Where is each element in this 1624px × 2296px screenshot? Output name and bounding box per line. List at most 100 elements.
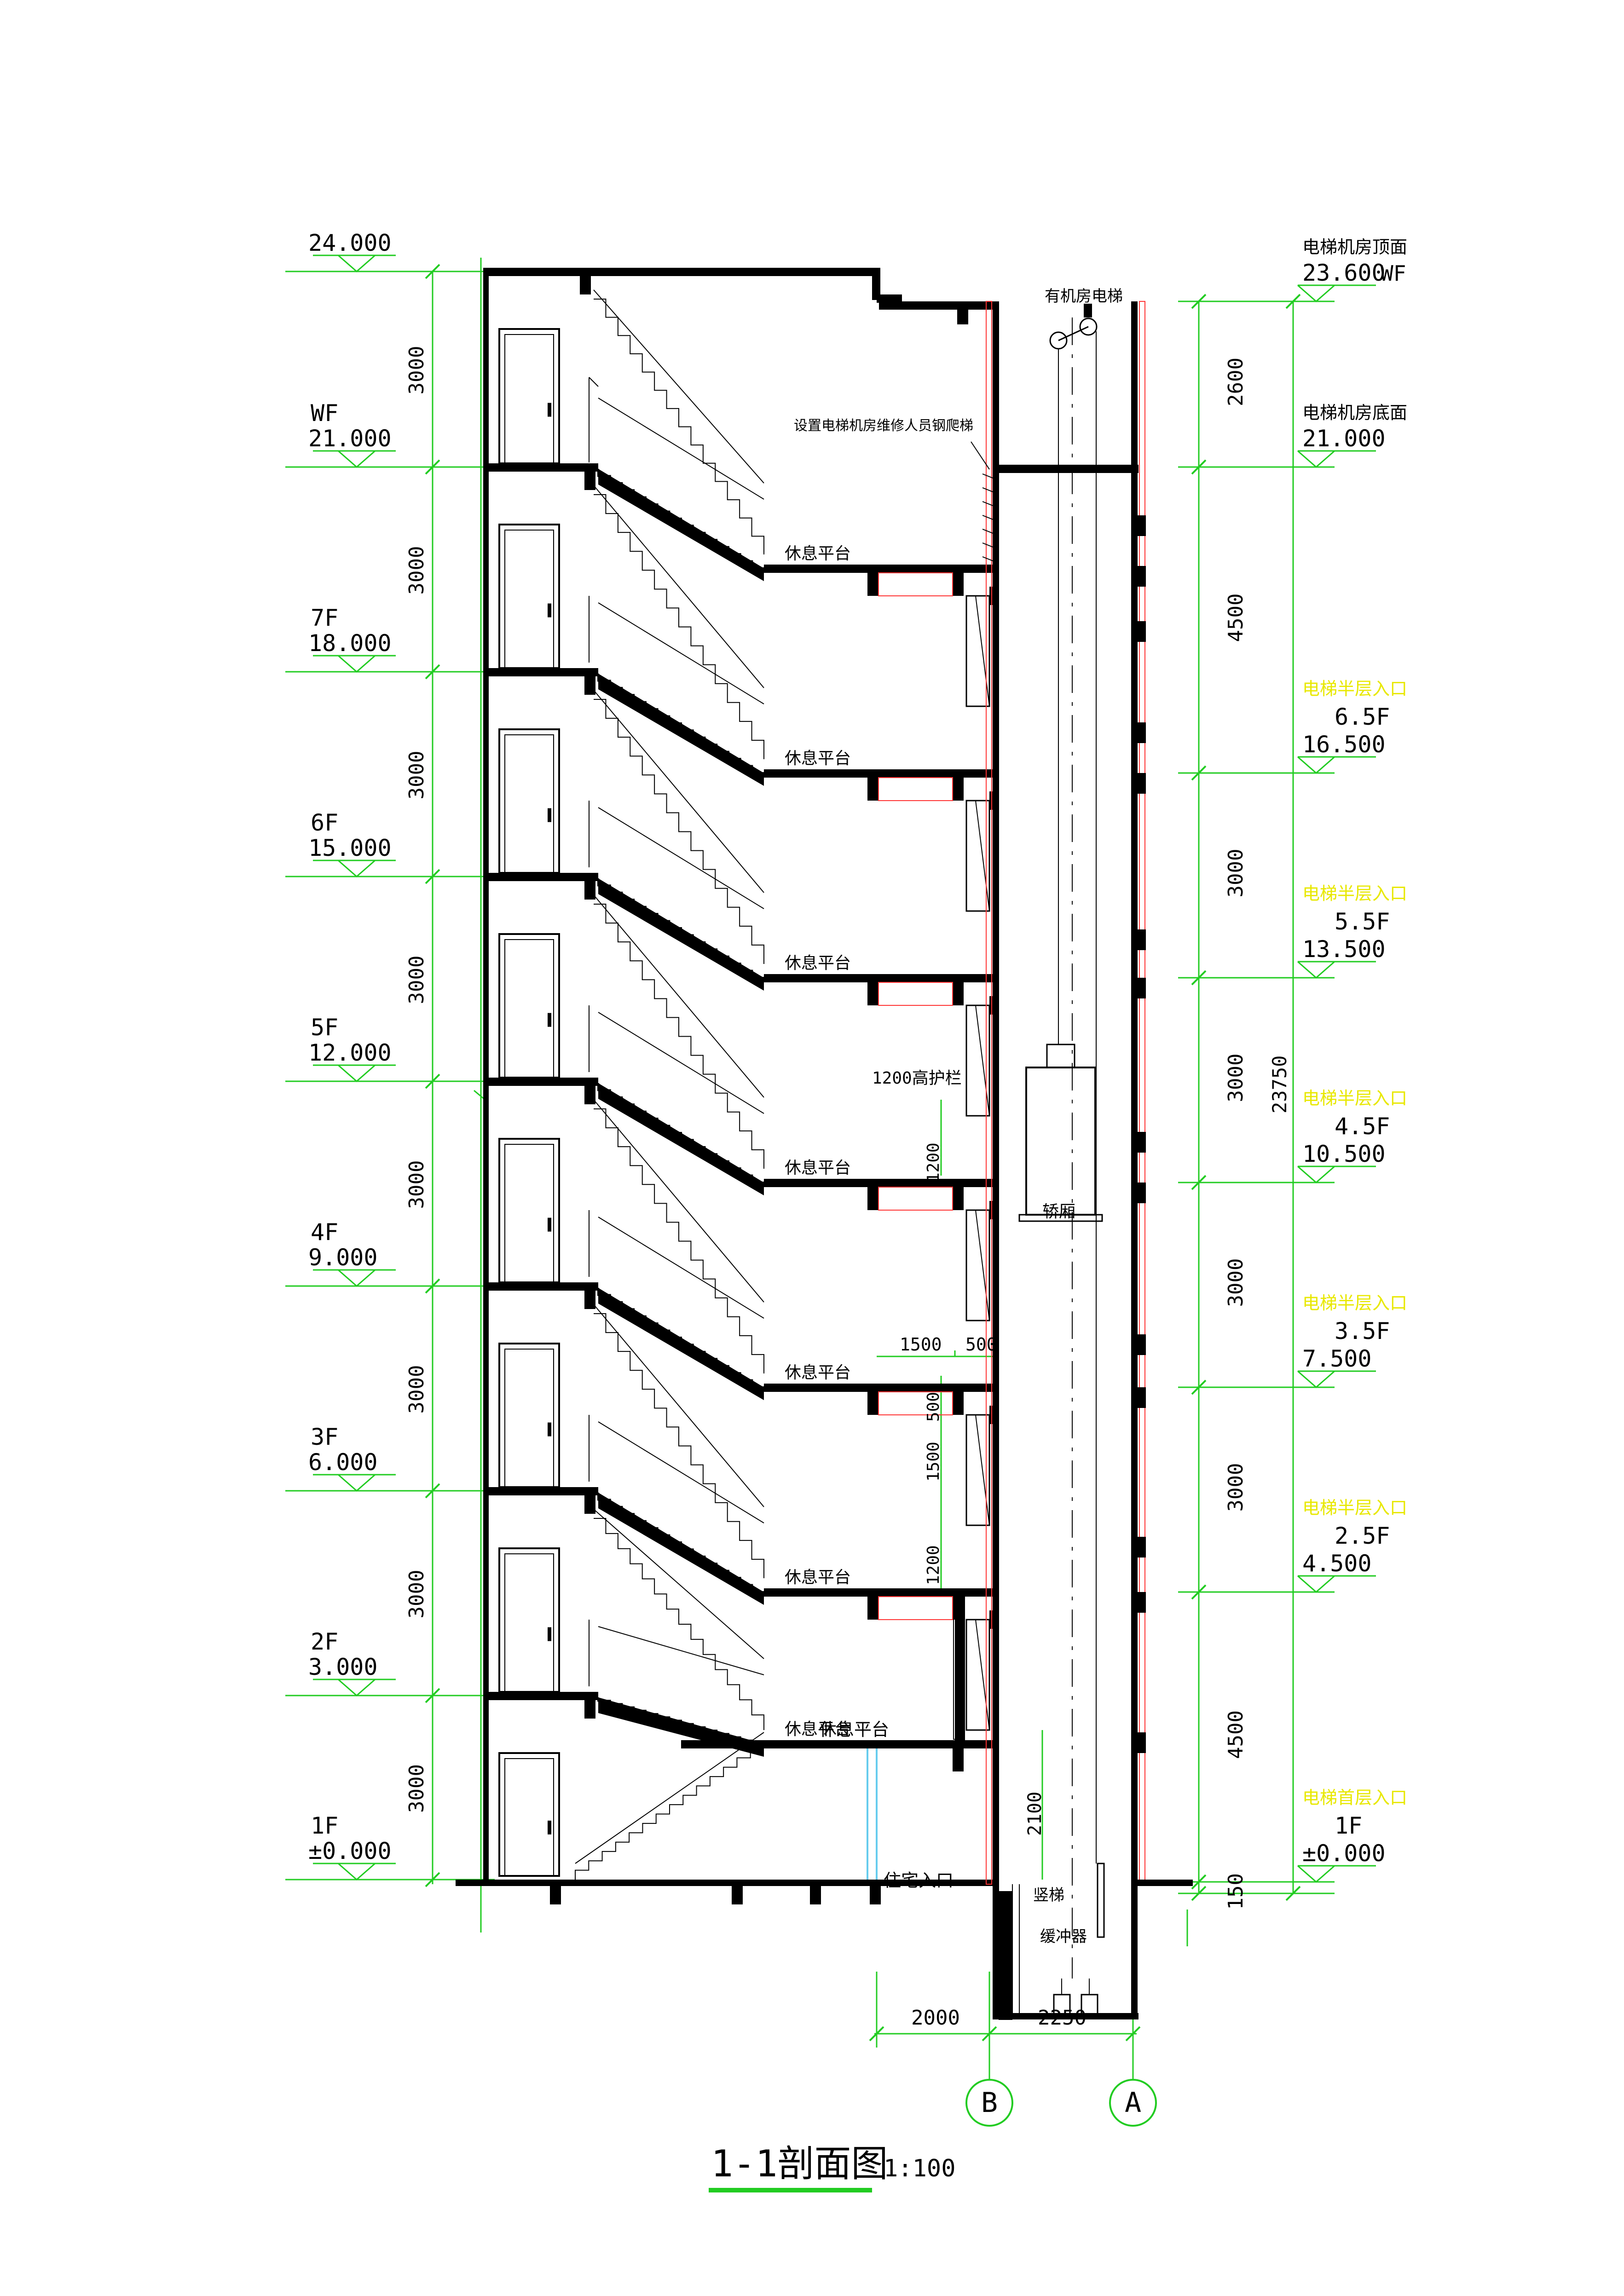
level-name: WF [311, 400, 338, 427]
landing-beam [867, 1597, 878, 1620]
door-leaf [504, 530, 554, 669]
floor-beam [584, 1291, 595, 1309]
shaft-beam [1134, 773, 1146, 794]
landing-beam [867, 1392, 878, 1415]
left-dim-text: 3000 [405, 956, 428, 1004]
right-level-value: 10.500 [1302, 1141, 1386, 1167]
level-value: 21.000 [308, 425, 392, 452]
right-level-name: 电梯半层入口 [1302, 1498, 1407, 1518]
apartment-door [498, 728, 560, 874]
right-dim-slash [1191, 1874, 1207, 1890]
level-name: 2F [311, 1628, 338, 1655]
window-lintel [878, 1187, 953, 1211]
stair-rail-upper [593, 894, 764, 1098]
window-dim-500v: 500 [924, 1392, 943, 1422]
stair-rail [598, 1012, 764, 1114]
roof-beam [580, 276, 591, 294]
roof-slab [483, 268, 877, 276]
landing-beam-1f [953, 1748, 964, 1771]
stair-rail-upper [593, 485, 764, 688]
bottom-dim-2250: 2250 [1038, 2006, 1087, 2030]
landing-label: 休息平台 [785, 1568, 851, 1587]
right-level-value: ±0.000 [1302, 1840, 1386, 1867]
door-frame [498, 524, 560, 669]
level-name: 1F [311, 1812, 338, 1839]
door-frame [498, 328, 560, 464]
axis-label-b: B [981, 2087, 998, 2119]
window-lintel [878, 572, 953, 596]
right-level-triangle [1297, 1865, 1336, 1883]
landing-beam [953, 982, 964, 1005]
roof-beam-2 [957, 301, 968, 324]
right-level-value: 23.600 [1302, 260, 1386, 286]
floor-slab [483, 1692, 598, 1700]
left-dim-text: 3000 [405, 1365, 428, 1414]
level-triangle [338, 1474, 377, 1492]
ladder-note: 设置电梯机房维修人员钢爬梯 [794, 418, 973, 434]
stair-steps [594, 1108, 764, 1373]
landing-slab [764, 769, 996, 778]
right-total-slash-bot [1285, 1886, 1301, 1901]
window-dim-1500v: 1500 [924, 1442, 943, 1482]
shaft-beam [1134, 621, 1146, 642]
door-handle [548, 603, 551, 617]
right-level-value: 7.500 [1302, 1345, 1372, 1372]
right-dim-text: 4500 [1224, 1710, 1248, 1759]
stair-rail [598, 398, 764, 500]
landing-beam [867, 778, 878, 801]
pit-dim-2100: 2100 [1024, 1792, 1046, 1836]
shaft-wall-right [1131, 301, 1138, 1958]
right-level-name: 电梯半层入口 [1302, 1088, 1407, 1108]
stair-rail [598, 1626, 764, 1675]
elevator-top-label: 有机房电梯 [1045, 287, 1123, 306]
front-wall-2f [955, 1597, 965, 1744]
apartment-door [498, 1343, 560, 1488]
level-triangle [338, 1679, 377, 1696]
door-handle [548, 1820, 551, 1834]
apartment-door [498, 524, 560, 669]
ground-beam [550, 1886, 561, 1904]
stair-rail [598, 1217, 764, 1319]
left-level-marks: 24.00021.000WF18.0007F15.0006F12.0005F9.… [308, 230, 396, 1881]
right-dim-slash [1191, 765, 1207, 781]
ladder-rung [982, 556, 994, 562]
shaft-beam [1134, 1132, 1146, 1153]
level-name: 3F [311, 1424, 338, 1450]
floor-slab [483, 873, 598, 881]
left-dim-text: 3000 [405, 1764, 428, 1813]
pulley-link [1058, 326, 1089, 341]
door-handle [548, 808, 551, 822]
stair-slab [598, 1493, 764, 1605]
window-dim-1200v-a: 1200 [924, 1142, 943, 1183]
ladder-rung [982, 473, 994, 479]
pulley-right [1079, 317, 1098, 336]
level-name: 6F [311, 809, 338, 836]
shaft-red-left [986, 301, 992, 1885]
ladder-leader [971, 441, 990, 470]
floor-beam [584, 676, 595, 695]
door-frame [498, 933, 560, 1079]
stair-rail [598, 602, 764, 704]
right-level-triangle [1297, 450, 1336, 468]
floor-beam [584, 1495, 595, 1514]
right-level-value: 21.000 [1302, 425, 1386, 452]
stair-rail-upper [593, 1304, 764, 1507]
right-dim-text: 3000 [1224, 849, 1248, 898]
landing-label-1f: 休息平台 [819, 1719, 889, 1740]
right-level-sub: 6.5F [1335, 704, 1390, 730]
stair-steps [594, 904, 764, 1169]
right-level-name: 电梯首层入口 [1302, 1788, 1407, 1808]
shaft-red-right [1139, 301, 1145, 1885]
shaft-beam [1134, 978, 1146, 998]
left-dim-slash [425, 664, 440, 680]
stair-slab [598, 1083, 764, 1195]
left-dim-text: 3000 [405, 346, 428, 395]
right-dim-text: 3000 [1224, 1463, 1248, 1512]
level-triangle [338, 655, 377, 673]
right-level-sub: 3.5F [1335, 1318, 1390, 1344]
